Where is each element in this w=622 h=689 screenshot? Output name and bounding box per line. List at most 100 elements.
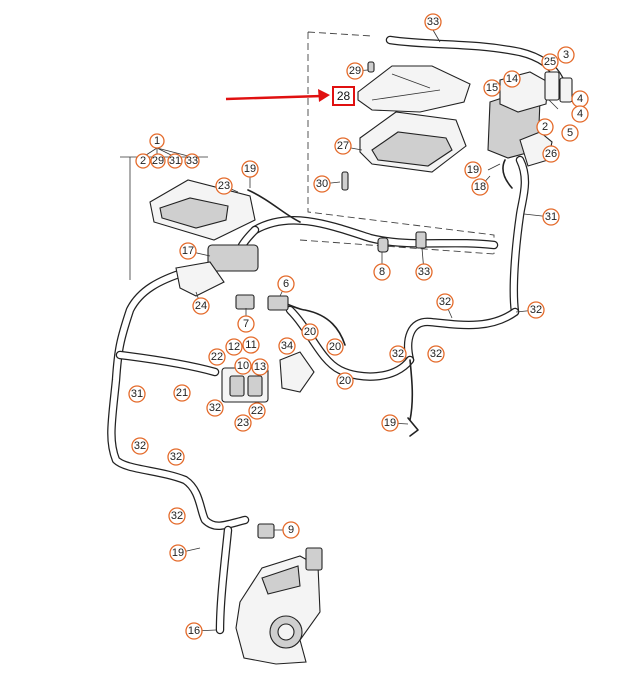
callout-group-member-2[interactable]: 2 — [135, 153, 151, 169]
callout-19-right-sensor[interactable]: 19 — [381, 414, 399, 432]
svg-text:32: 32 — [171, 510, 183, 522]
callout-3[interactable]: 3 — [557, 46, 575, 64]
callout-20-a[interactable]: 20 — [301, 323, 319, 341]
svg-text:5: 5 — [567, 127, 573, 139]
callout-13[interactable]: 13 — [251, 358, 269, 376]
callout-18[interactable]: 18 — [471, 178, 489, 196]
svg-text:2: 2 — [140, 155, 146, 167]
callout-20-b[interactable]: 20 — [326, 338, 344, 356]
callout-25[interactable]: 25 — [541, 53, 559, 71]
callout-7[interactable]: 7 — [237, 315, 255, 333]
callout-5[interactable]: 5 — [561, 124, 579, 142]
svg-text:17: 17 — [182, 245, 194, 257]
svg-text:31: 31 — [131, 388, 143, 400]
callout-8[interactable]: 8 — [373, 263, 391, 281]
svg-text:6: 6 — [283, 278, 289, 290]
callout-31-left[interactable]: 31 — [128, 385, 146, 403]
svg-text:26: 26 — [545, 148, 557, 160]
callout-19-upper-right[interactable]: 19 — [464, 161, 482, 179]
callout-20-c[interactable]: 20 — [336, 372, 354, 390]
svg-text:11: 11 — [245, 339, 256, 351]
callout-23-ecu[interactable]: 23 — [215, 177, 233, 195]
callout-32-e[interactable]: 32 — [206, 399, 224, 417]
callout-23-stack[interactable]: 23 — [234, 414, 252, 432]
callout-19-lower[interactable]: 19 — [169, 544, 187, 562]
callout-32-g[interactable]: 32 — [167, 448, 185, 466]
svg-text:23: 23 — [218, 180, 230, 192]
callout-group-member-33[interactable]: 33 — [184, 153, 200, 169]
svg-text:32: 32 — [209, 402, 221, 414]
callout-4-upper[interactable]: 4 — [571, 90, 589, 108]
sensor-19-right — [407, 417, 419, 437]
svg-text:29: 29 — [349, 65, 361, 77]
svg-text:31: 31 — [545, 211, 557, 223]
callout-33-top[interactable]: 33 — [424, 13, 442, 31]
group-label: 1 2 29 31 33 — [135, 133, 200, 169]
svg-text:10: 10 — [237, 360, 249, 372]
callout-22-b[interactable]: 22 — [248, 402, 266, 420]
svg-text:3: 3 — [563, 49, 569, 61]
callout-6[interactable]: 6 — [277, 275, 295, 293]
svg-text:16: 16 — [188, 625, 200, 637]
callout-4-lower[interactable]: 4 — [571, 105, 589, 123]
callout-17[interactable]: 17 — [179, 242, 197, 260]
callout-33-mid[interactable]: 33 — [415, 263, 433, 281]
bracket-24 — [175, 261, 225, 297]
relay-stack — [221, 367, 269, 403]
svg-text:19: 19 — [467, 164, 479, 176]
svg-text:2: 2 — [542, 121, 548, 133]
callout-19-ecu[interactable]: 19 — [241, 160, 259, 178]
callout-group-member-31[interactable]: 31 — [167, 153, 183, 169]
svg-text:29: 29 — [152, 155, 164, 167]
callout-32-b[interactable]: 32 — [527, 301, 545, 319]
svg-text:22: 22 — [251, 405, 263, 417]
svg-text:19: 19 — [384, 417, 396, 429]
svg-text:1: 1 — [154, 135, 160, 147]
callout-group-1[interactable]: 1 — [149, 133, 165, 149]
callout-22-a[interactable]: 22 — [208, 348, 226, 366]
bracket-34 — [279, 351, 315, 393]
fuse-box-base — [359, 111, 467, 173]
callout-32-d[interactable]: 32 — [427, 345, 445, 363]
connector-9 — [257, 523, 275, 539]
callout-9[interactable]: 9 — [282, 521, 300, 539]
svg-text:18: 18 — [474, 181, 486, 193]
callout-15[interactable]: 15 — [483, 79, 501, 97]
highlighted-part-28[interactable]: 28 — [332, 86, 355, 106]
svg-text:28: 28 — [337, 89, 351, 103]
connector-17 — [207, 244, 259, 272]
callout-32-c[interactable]: 32 — [389, 345, 407, 363]
svg-text:19: 19 — [244, 163, 256, 175]
callout-32-h[interactable]: 32 — [168, 507, 186, 525]
callout-31-right[interactable]: 31 — [542, 208, 560, 226]
svg-text:23: 23 — [237, 417, 249, 429]
callout-11[interactable]: 11 — [242, 336, 260, 354]
callout-24[interactable]: 24 — [192, 297, 210, 315]
svg-text:32: 32 — [134, 440, 146, 452]
svg-text:9: 9 — [288, 524, 294, 536]
callout-2-right[interactable]: 2 — [536, 118, 554, 136]
transmission-actuator — [235, 547, 323, 665]
callout-16[interactable]: 16 — [185, 622, 203, 640]
fuse-box-cover — [357, 65, 471, 113]
callout-32-a[interactable]: 32 — [436, 293, 454, 311]
connectors-6-7 — [235, 294, 289, 311]
callout-27[interactable]: 27 — [334, 137, 352, 155]
svg-text:7: 7 — [243, 318, 249, 330]
svg-text:32: 32 — [392, 348, 404, 360]
callout-21[interactable]: 21 — [173, 384, 191, 402]
callout-30[interactable]: 30 — [313, 175, 331, 193]
svg-text:33: 33 — [186, 155, 198, 167]
callout-32-f[interactable]: 32 — [131, 437, 149, 455]
callout-34[interactable]: 34 — [278, 337, 296, 355]
part-callouts: 33 25 3 29 4 14 15 4 2 5 26 27 19 18 30 … — [128, 13, 589, 640]
callout-10[interactable]: 10 — [234, 357, 252, 375]
callout-14[interactable]: 14 — [503, 70, 521, 88]
svg-text:27: 27 — [337, 140, 349, 152]
callout-group-member-29[interactable]: 29 — [150, 153, 166, 169]
callout-12[interactable]: 12 — [225, 338, 243, 356]
control-unit — [149, 179, 256, 241]
callout-29[interactable]: 29 — [346, 62, 364, 80]
callout-26[interactable]: 26 — [542, 145, 560, 163]
